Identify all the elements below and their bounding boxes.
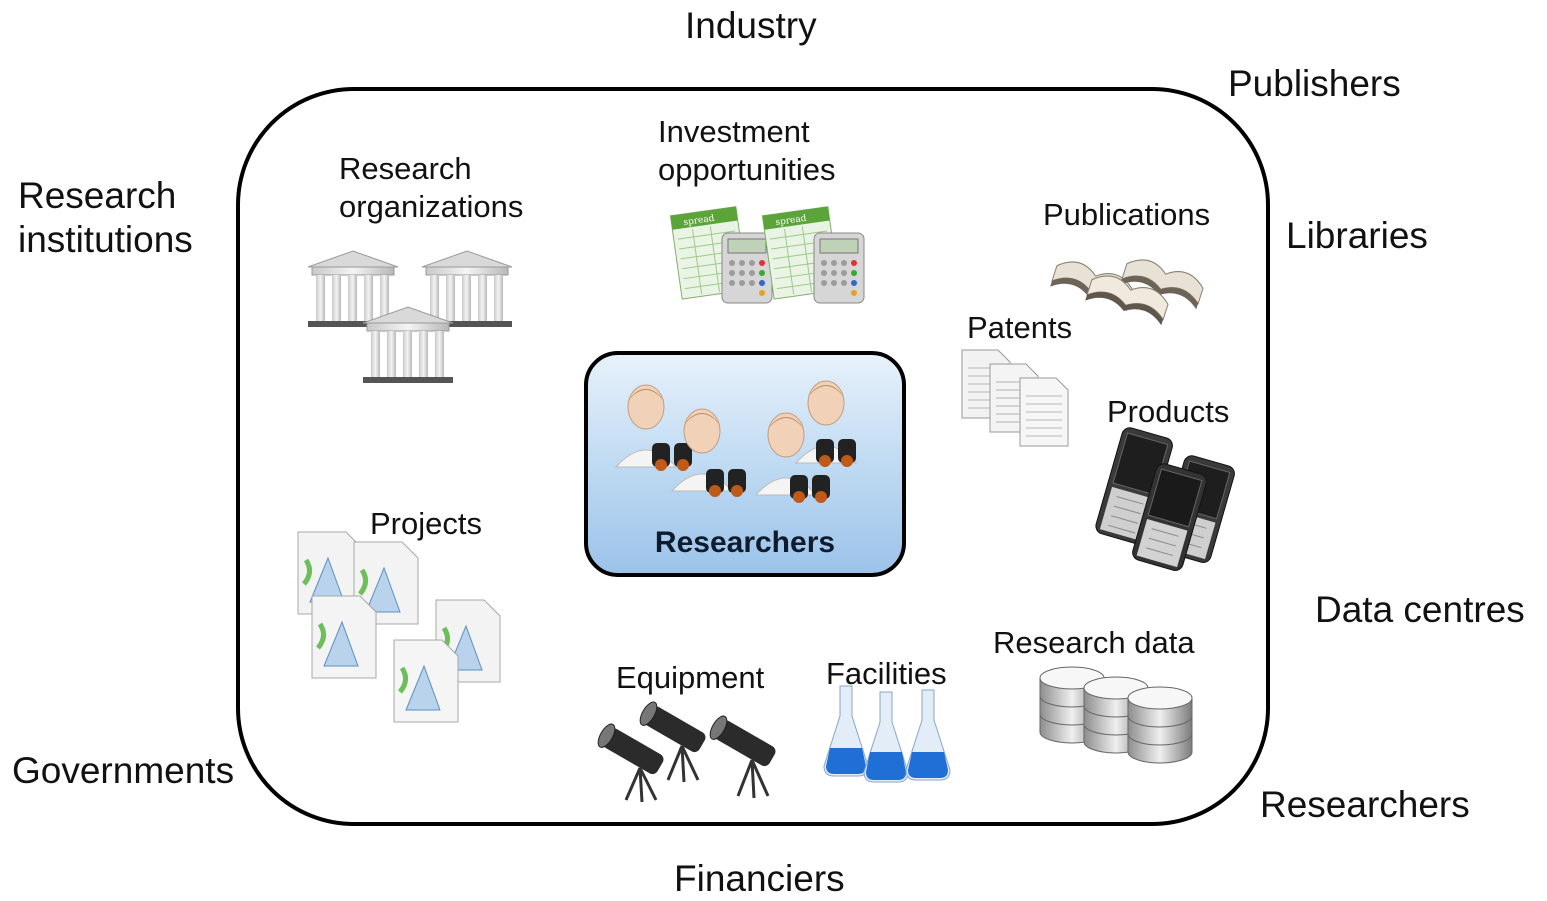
- researchers-box-label: Researchers: [654, 526, 836, 559]
- flask-icon: [863, 691, 909, 783]
- flask-icon: [823, 685, 869, 777]
- building-icon: [421, 250, 513, 327]
- document-icon: [1019, 377, 1069, 447]
- mobile-phone-icon-group: [1095, 427, 1235, 571]
- researcher-binoculars-icon: [670, 408, 746, 497]
- open-book-icon: [1120, 259, 1204, 310]
- database-icon: [1127, 686, 1193, 764]
- spreadsheet-calculator-icon-group: spread spread: [669, 206, 865, 304]
- label-libraries: Libraries: [1286, 215, 1428, 256]
- label-research-organizations-line1: Research: [339, 151, 472, 186]
- telescope-icon: [639, 701, 706, 783]
- drafting-document-icon-group: [297, 531, 501, 723]
- mobile-phone-icon: [1132, 463, 1207, 571]
- label-industry: Industry: [685, 5, 817, 46]
- label-products: Products: [1107, 394, 1230, 429]
- label-equipment: Equipment: [616, 660, 765, 695]
- label-facilities: Facilities: [826, 656, 947, 691]
- label-research-institutions-line1: Research: [18, 175, 177, 216]
- label-researchers-outer: Researchers: [1260, 784, 1470, 825]
- drafting-document-icon: [311, 595, 377, 679]
- spreadsheet-tab-text: spread: [683, 214, 715, 228]
- researcher-binoculars-icon: [754, 412, 830, 503]
- spreadsheet-calculator-icon: spread: [669, 206, 773, 304]
- drafting-document-icon: [393, 639, 459, 723]
- telescope-icon: [597, 723, 664, 803]
- researcher-binoculars-icon: [614, 384, 692, 471]
- label-governments: Governments: [12, 750, 235, 791]
- label-research-data: Research data: [993, 625, 1195, 660]
- label-research-organizations: Research organizations: [339, 150, 523, 226]
- ecosystem-frame: [236, 87, 1270, 826]
- label-publishers: Publishers: [1228, 63, 1401, 104]
- spreadsheet-tab-text: spread: [775, 214, 807, 228]
- drafting-document-icon: [353, 541, 419, 625]
- open-book-icon-group: [1050, 259, 1204, 326]
- building-icon: [362, 306, 454, 383]
- label-patents: Patents: [967, 310, 1073, 345]
- flask-icon-group: [823, 685, 951, 783]
- building-icon: [307, 250, 399, 327]
- label-projects: Projects: [370, 506, 482, 541]
- flask-icon: [905, 689, 951, 781]
- label-research-institutions-line2: institutions: [18, 219, 193, 260]
- drafting-document-icon: [297, 531, 363, 615]
- database-icon-group: [1039, 666, 1193, 764]
- label-investment-opportunities: Investment opportunities: [658, 113, 836, 189]
- researchers-box: Researchers: [584, 351, 906, 577]
- label-research-institutions: Research institutions: [18, 174, 193, 262]
- telescope-icon: [709, 715, 776, 799]
- label-investment-opportunities-line2: opportunities: [658, 152, 836, 187]
- label-investment-opportunities-line1: Investment: [658, 114, 810, 149]
- open-book-icon: [1085, 275, 1169, 326]
- building-icon-group: [307, 250, 513, 383]
- label-data-centres: Data centres: [1315, 589, 1525, 630]
- document-icon-group: [961, 349, 1069, 447]
- label-research-organizations-line2: organizations: [339, 189, 524, 224]
- researcher-binoculars-icon: [794, 380, 858, 467]
- label-publications: Publications: [1043, 197, 1211, 232]
- researcher-binoculars-icon-group: [614, 380, 858, 503]
- telescope-icon-group: [597, 701, 776, 803]
- spreadsheet-calculator-icon: spread: [761, 206, 865, 304]
- label-financiers: Financiers: [674, 858, 845, 899]
